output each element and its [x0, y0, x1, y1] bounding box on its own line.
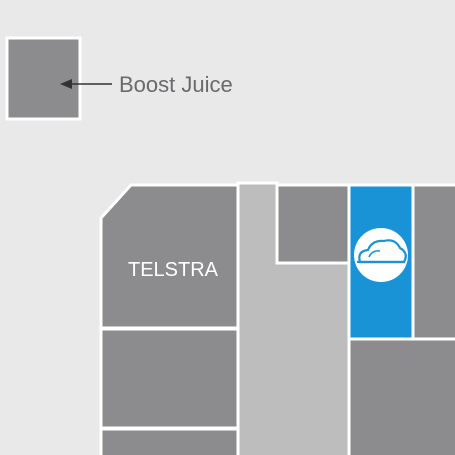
store-unit-corridor[interactable] [275, 183, 351, 265]
store-unit-far-right[interactable] [411, 183, 455, 341]
store-boost-juice[interactable] [5, 36, 82, 121]
store-telstra[interactable] [99, 183, 240, 330]
store-unit-left-bottom[interactable] [99, 427, 240, 455]
store-unit-bottom-right[interactable] [347, 337, 455, 455]
cloud-logo-icon [354, 228, 408, 282]
arrow-head-icon [60, 79, 72, 89]
store-unit-left-middle[interactable] [99, 327, 240, 430]
callout-label: Boost Juice [119, 72, 233, 97]
store-telstra-label: TELSTRA [128, 259, 219, 281]
